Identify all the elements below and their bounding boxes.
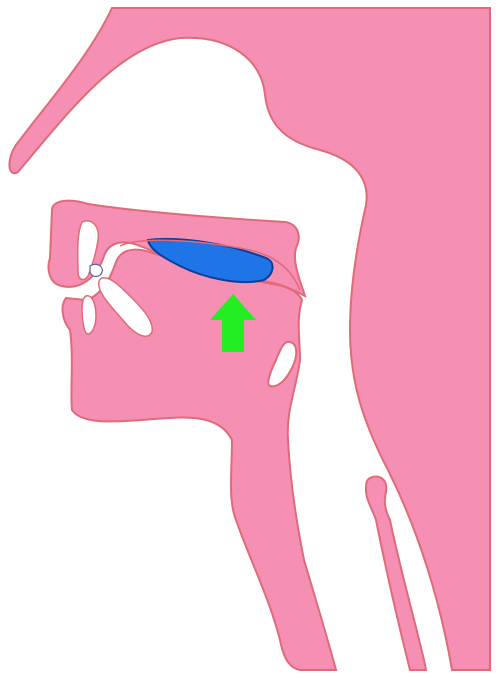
teeth-gap-mark [90,264,102,276]
lower-incisor [82,296,96,334]
tongue-jaw-and-neck [63,250,336,670]
